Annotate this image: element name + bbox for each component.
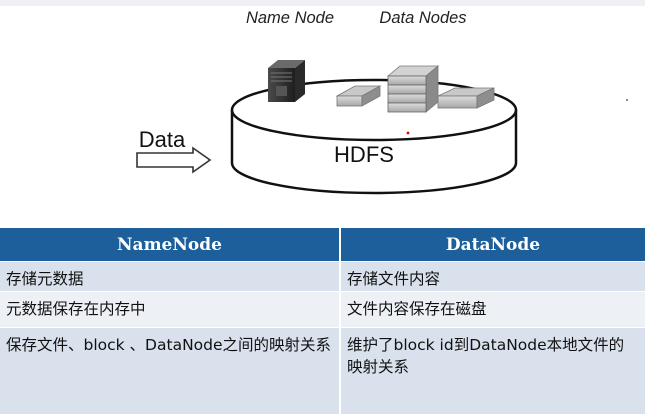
datanode-cell: 维护了block id到DataNode本地文件的映射关系 bbox=[340, 327, 645, 414]
dot-mark bbox=[406, 131, 410, 135]
name-node-label: Name Node bbox=[246, 9, 334, 27]
header-namenode: NameNode bbox=[0, 228, 341, 262]
data-nodes-label: Data Nodes bbox=[379, 9, 466, 27]
data-input-label: Data bbox=[139, 127, 186, 152]
table-header-row: NameNode DataNode bbox=[0, 228, 645, 262]
top-band bbox=[0, 0, 645, 6]
name-node-server-icon bbox=[268, 60, 305, 102]
namenode-cell: 存储元数据 bbox=[0, 261, 341, 292]
datanode-cell: 存储文件内容 bbox=[340, 261, 645, 292]
data-arrow-icon bbox=[136, 146, 212, 174]
namenode-cell: 保存文件、block 、DataNode之间的映射关系 bbox=[0, 327, 341, 414]
namenode-cell: 元数据保存在内存中 bbox=[0, 291, 341, 328]
hdfs-label: HDFS bbox=[334, 142, 394, 167]
hdfs-diagram-svg: Name Node Data Nodes bbox=[0, 0, 645, 195]
data-node-rack-icon bbox=[335, 85, 382, 107]
table-row: 元数据保存在内存中 文件内容保存在磁盘 bbox=[0, 291, 645, 328]
comparison-table: NameNode DataNode 存储元数据 存储文件内容 元数据保存在内存中… bbox=[0, 228, 645, 415]
hdfs-diagram: Name Node Data Nodes bbox=[0, 0, 645, 195]
data-node-rack-icon bbox=[437, 87, 495, 109]
table-row: 保存文件、block 、DataNode之间的映射关系 维护了block id到… bbox=[0, 327, 645, 414]
datanode-cell: 文件内容保存在磁盘 bbox=[340, 291, 645, 328]
header-datanode: DataNode bbox=[340, 228, 645, 262]
dot-mark bbox=[626, 99, 628, 101]
data-node-rack-icon bbox=[386, 65, 440, 113]
table-row: 存储元数据 存储文件内容 bbox=[0, 261, 645, 292]
